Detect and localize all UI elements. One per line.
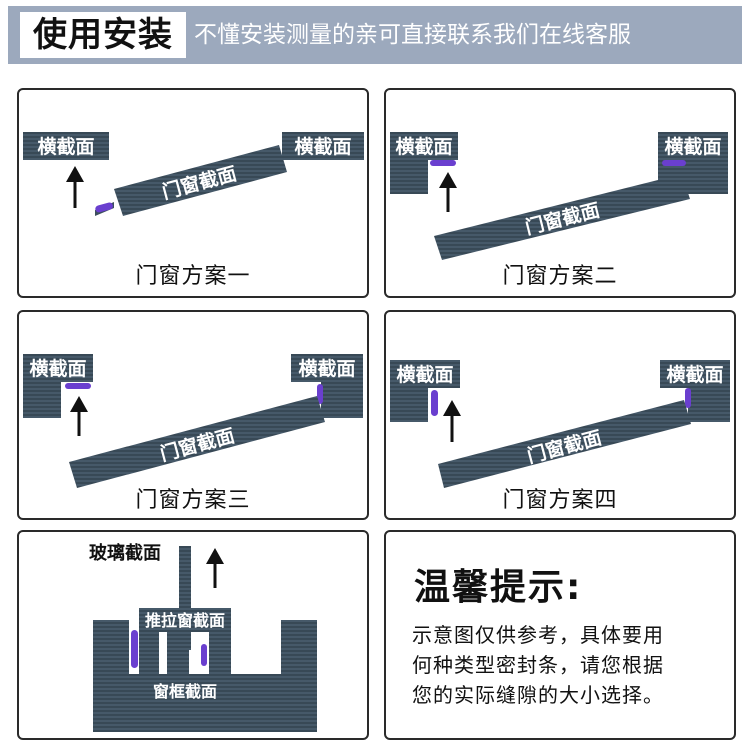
scheme-1-diagram: 横截面 横截面 门窗截面	[23, 132, 364, 216]
seal-strip-right	[201, 644, 207, 666]
scheme-2-caption: 门窗方案二	[502, 264, 618, 289]
sash-left-leg	[139, 630, 159, 674]
seal-strip	[95, 202, 113, 213]
door-window-profile	[434, 174, 690, 260]
tip-line: 您的实际缝隙的大小选择。	[412, 683, 664, 707]
seal-strip-right	[662, 160, 686, 166]
cross-section-label-box-left	[23, 354, 93, 382]
sash-right-leg	[209, 630, 231, 674]
cross-section-label-right: 横截面	[666, 363, 723, 386]
frame-base	[93, 674, 317, 732]
tip-body: 示意图仅供参考，具体要用 何种类型密封条，请您根据 您的实际缝隙的大小选择。	[412, 620, 722, 710]
scheme-panel-2: 横截面 横截面 门窗截面 门窗方案二	[384, 88, 736, 298]
sliding-window-panel: 玻璃截面 推拉窗截面 窗框截面	[17, 530, 369, 740]
cross-section-label-left: 横截面	[37, 135, 94, 158]
glass-section-label: 玻璃截面	[89, 542, 161, 564]
cross-section-label-right: 横截面	[664, 135, 721, 158]
scheme-2-diagram: 横截面 横截面 门窗截面	[390, 132, 728, 260]
cross-section-label-box-left	[390, 132, 458, 160]
seal-strip-left	[431, 390, 438, 416]
tips-panel: 温馨提示: 示意图仅供参考，具体要用 何种类型密封条，请您根据 您的实际缝隙的大…	[384, 530, 736, 740]
seal-strip-left	[65, 383, 91, 389]
arrow-up-head	[206, 548, 224, 564]
cross-section-block-right	[282, 132, 364, 160]
header-banner: 使用安装 不懂安装测量的亲可直接联系我们在线客服	[8, 6, 742, 64]
scheme-3-caption: 门窗方案三	[135, 488, 251, 513]
seal-strip-left	[430, 160, 456, 166]
cross-section-label-box-right	[660, 360, 730, 388]
arrow-up-head	[443, 400, 461, 416]
arrow-up-head	[66, 166, 84, 182]
sash-middle-leg	[167, 630, 189, 674]
door-window-profile	[438, 400, 691, 488]
cross-section-label-right: 横截面	[298, 357, 355, 380]
scheme-4-diagram: 横截面 横截面 门窗截面	[390, 360, 730, 488]
sliding-window-diagram: 玻璃截面 推拉窗截面 窗框截面	[89, 542, 317, 732]
cross-section-label-box-right	[291, 354, 363, 382]
cross-section-label-right: 横截面	[294, 135, 351, 158]
scheme-panel-3: 横截面 横截面 门窗截面 门窗方案三	[17, 310, 369, 520]
window-frame-section-label: 窗框截面	[153, 682, 217, 701]
sliding-window-section-label: 推拉窗截面	[145, 611, 225, 630]
tip-title: 温馨提示:	[414, 567, 583, 608]
scheme-panel-1: 横截面 横截面 门窗截面 门窗方案一	[17, 88, 369, 298]
header-subtitle: 不懂安装测量的亲可直接联系我们在线客服	[194, 22, 631, 48]
tip-line: 何种类型密封条，请您根据	[412, 653, 664, 677]
scheme-4-caption: 门窗方案四	[502, 488, 618, 513]
cross-section-label-left: 横截面	[395, 135, 452, 158]
scheme-3-diagram: 横截面 横截面 门窗截面	[23, 354, 363, 488]
cross-section-label-box-left	[390, 360, 460, 388]
tip-line: 示意图仅供参考，具体要用	[412, 623, 664, 647]
seal-strip-right	[317, 384, 323, 404]
scheme-panel-4: 横截面 横截面 门窗截面 门窗方案四	[384, 310, 736, 520]
cross-section-label-left: 横截面	[29, 357, 86, 380]
cross-section-block-left	[23, 132, 109, 160]
page-title: 使用安装	[20, 12, 186, 58]
cross-section-label-left: 横截面	[396, 363, 453, 386]
door-window-profile	[114, 145, 287, 216]
arrow-up-head	[70, 396, 88, 412]
sash-top	[139, 608, 231, 632]
seal-strip-right	[685, 388, 691, 408]
seal-strip-left	[131, 630, 138, 668]
scheme-1-caption: 门窗方案一	[135, 264, 251, 289]
door-window-profile	[69, 396, 325, 488]
arrow-up-head	[439, 172, 457, 188]
